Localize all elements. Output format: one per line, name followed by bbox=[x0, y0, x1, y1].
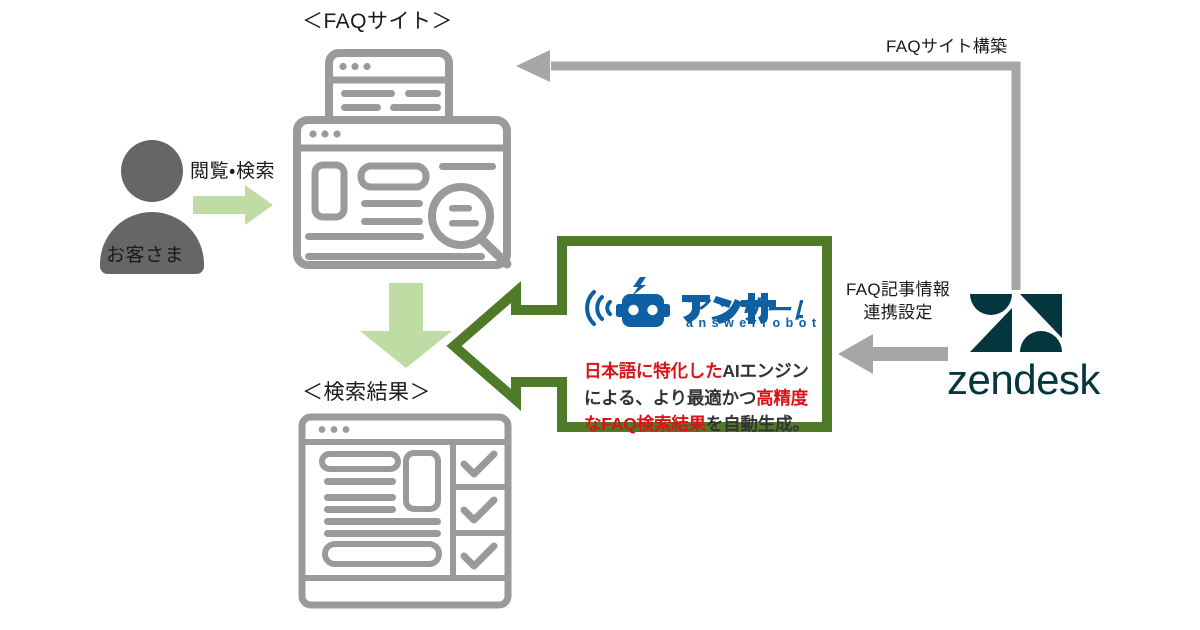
caption-hl-2: 高精度 bbox=[756, 387, 809, 408]
zendesk-mark-shapes-icon bbox=[970, 294, 1062, 352]
caption-line-1: 日本語に特化したAIエンジン bbox=[584, 358, 816, 385]
article-link-line-1: FAQ記事情報 bbox=[846, 280, 951, 299]
search-results-icon bbox=[298, 413, 512, 609]
build-faq-site-arrow bbox=[516, 50, 1036, 315]
caption-line-3: なFAQ検索結果を自動生成。 bbox=[584, 411, 816, 438]
browse-search-arrow bbox=[193, 185, 273, 230]
faq-site-icon bbox=[293, 49, 512, 269]
caption-hl-3: なFAQ検索結果 bbox=[584, 414, 706, 435]
arrow-left-icon bbox=[838, 334, 948, 374]
caption-plain-2: による、より最適かつ bbox=[584, 387, 757, 408]
zendesk-mark bbox=[962, 290, 1072, 356]
customer-action-label: 閲覧・検索 bbox=[190, 161, 275, 182]
zendesk-wordmark: zendesk bbox=[947, 356, 1100, 403]
caption-plain-3: を自動生成。 bbox=[705, 414, 810, 435]
build-faq-site-label: FAQサイト構築 bbox=[886, 37, 1008, 56]
answerrobot-panel bbox=[446, 236, 832, 432]
faq-to-results-arrow bbox=[360, 283, 452, 373]
answerrobot-caption: 日本語に特化したAIエンジン による、より最適かつ高精度 なFAQ検索結果を自動… bbox=[584, 358, 816, 438]
search-results-illustration bbox=[298, 413, 512, 609]
arrow-right-icon bbox=[193, 185, 273, 225]
arrow-down-icon bbox=[360, 283, 452, 368]
search-results-title: ＜検索結果＞ bbox=[302, 381, 431, 404]
caption-hl-1: 日本語に特化した bbox=[584, 361, 723, 381]
article-link-arrow bbox=[838, 334, 948, 379]
elbow-arrow-icon bbox=[516, 50, 1021, 306]
caption-line-2: による、より最適かつ高精度 bbox=[584, 385, 816, 412]
answerrobot-panel-outline bbox=[446, 236, 832, 432]
customer-avatar-head bbox=[121, 140, 183, 202]
caption-plain-1: AIエンジン bbox=[722, 361, 809, 381]
customer-label: お客さま bbox=[106, 245, 185, 266]
faq-site-title: ＜FAQサイト＞ bbox=[302, 10, 454, 33]
article-link-label: FAQ記事情報 連携設定 bbox=[846, 279, 950, 325]
faq-site-illustration bbox=[293, 48, 519, 270]
answerrobot-wordmark: answerrobot bbox=[686, 316, 822, 330]
article-link-line-2: 連携設定 bbox=[863, 302, 933, 322]
